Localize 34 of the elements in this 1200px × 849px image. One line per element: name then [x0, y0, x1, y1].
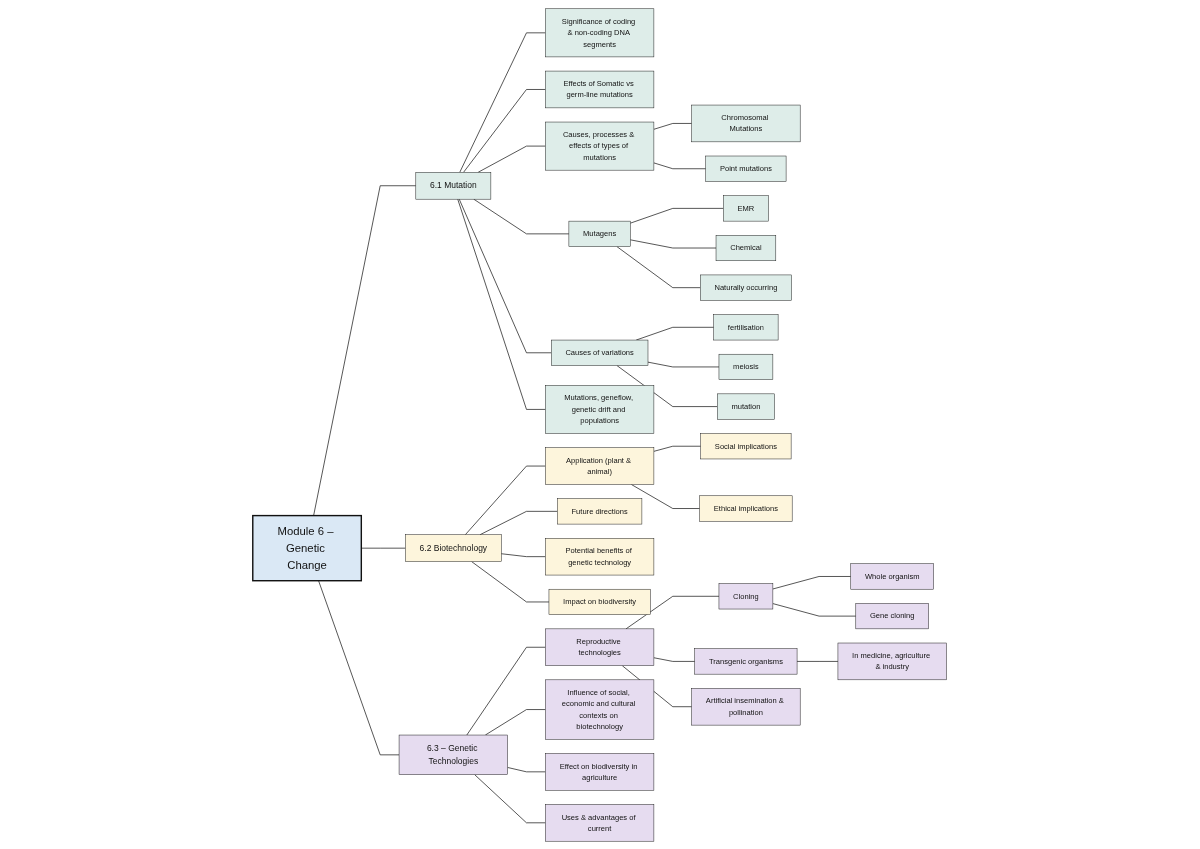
- node-box: 6.3 – Genetic Technologies: [399, 734, 509, 775]
- connector: [626, 595, 720, 629]
- connector: [507, 766, 547, 772]
- connector: [501, 552, 547, 557]
- connector: [653, 656, 696, 662]
- connector: [480, 510, 559, 535]
- connector: [653, 162, 707, 169]
- connector: [630, 207, 725, 223]
- connector: [772, 602, 857, 616]
- connector: [772, 575, 852, 589]
- connector: [616, 364, 718, 407]
- connector: [459, 198, 552, 353]
- connector: [457, 198, 547, 410]
- connector: [653, 122, 693, 130]
- connector: [361, 547, 407, 548]
- node-box: 6.2 Biotechnology: [405, 533, 502, 562]
- connector: [459, 32, 547, 173]
- connector: [653, 445, 702, 452]
- connector: [485, 708, 547, 735]
- node-box: Module 6 – Genetic Change: [252, 514, 363, 581]
- connector: [318, 579, 400, 755]
- connector: [465, 465, 547, 535]
- connector: [466, 646, 547, 735]
- connector: [463, 88, 547, 173]
- connector: [313, 184, 417, 516]
- connector: [797, 660, 839, 662]
- connector: [471, 560, 550, 602]
- connector: [473, 198, 570, 234]
- connector: [616, 245, 701, 288]
- connector: [630, 238, 717, 248]
- connector: [474, 773, 547, 823]
- node-box: 6.1 Mutation: [415, 171, 492, 199]
- connector: [478, 145, 547, 173]
- connector: [648, 361, 720, 367]
